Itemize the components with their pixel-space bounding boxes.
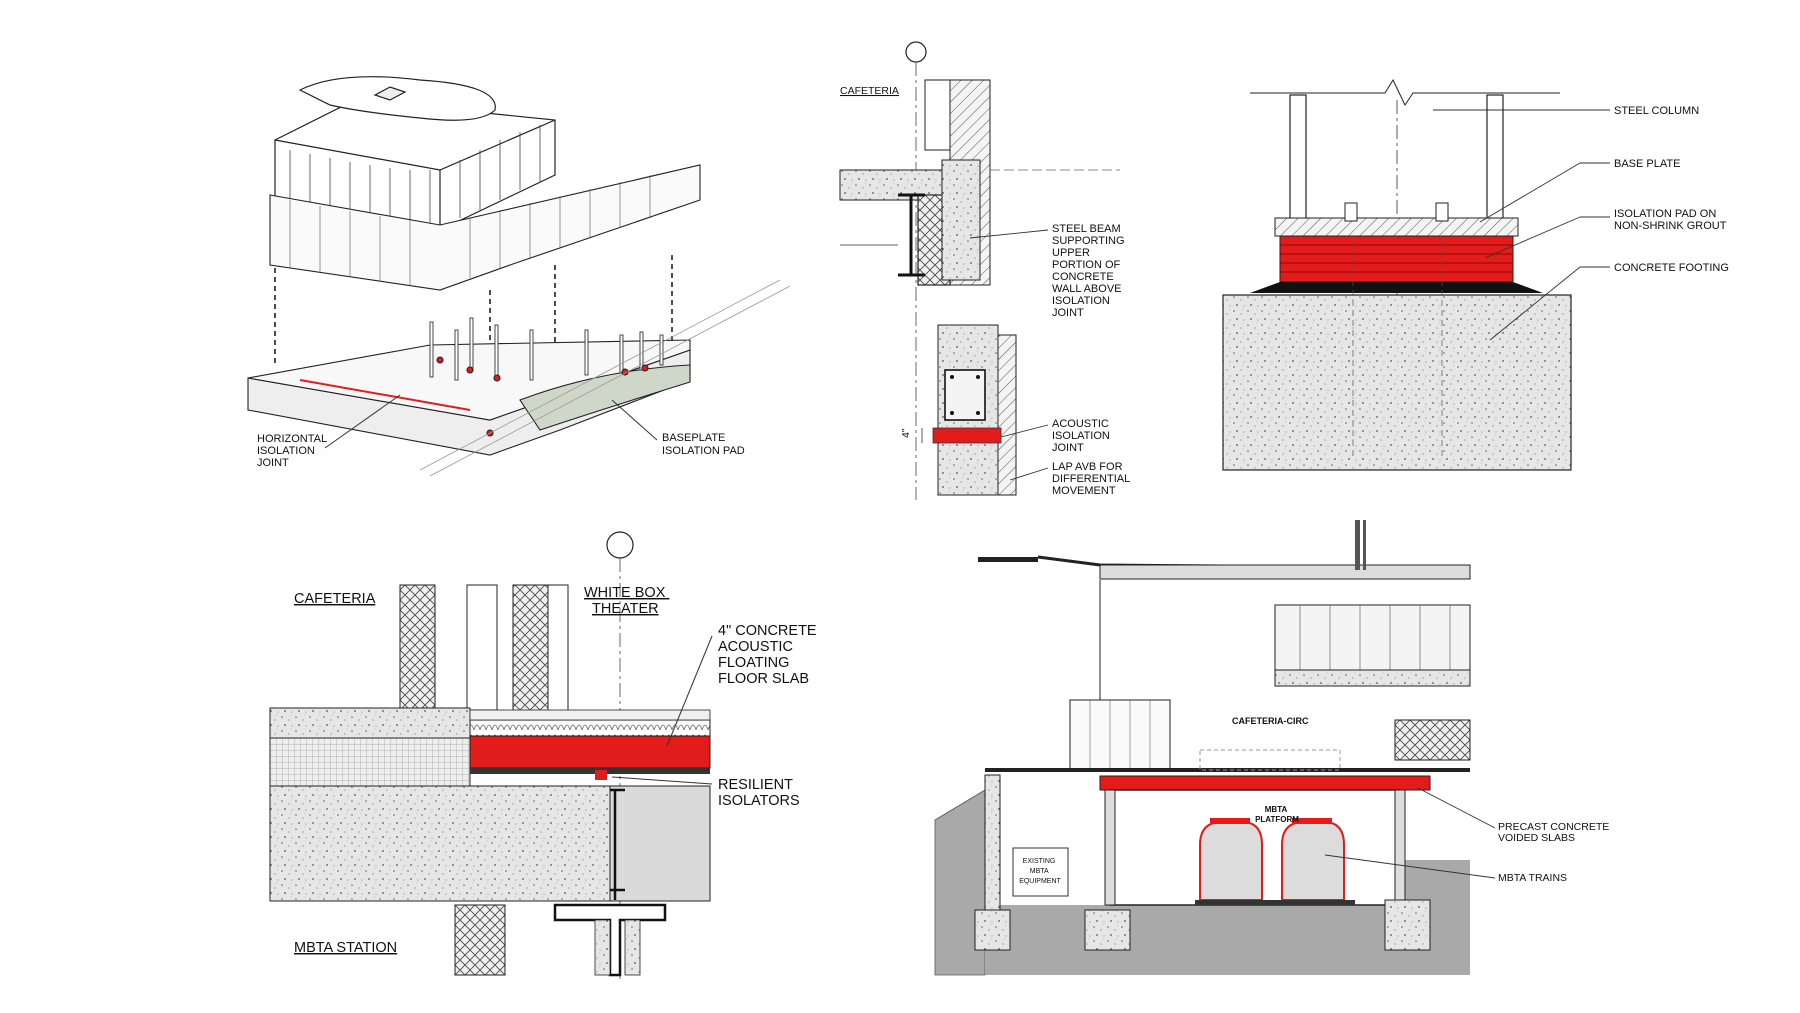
label-steel-beam: STEEL BEAM SUPPORTING UPPER PORTION OF C… [1052, 223, 1128, 319]
floating-floor-slab-red [469, 735, 711, 769]
label-white-box-theater: WHITE BOX THEATER [584, 585, 669, 617]
dimension-4in: 4" [900, 428, 912, 438]
acoustic-isolation-joint-red [932, 427, 1002, 444]
label-cafeteria-room: CAFETERIA [294, 591, 376, 607]
panel-floor-slab: CAFETERIA WHITE BOX THEATER MBTA STATION… [269, 531, 821, 980]
label-isolation-pad: ISOLATION PAD ON NON-SHRINK GROUT [1614, 208, 1727, 232]
label-resilient-isolators: RESILIENT ISOLATORS [718, 777, 800, 809]
label-lap-avb: LAP AVB FOR DIFFERENTIAL MOVEMENT [1052, 461, 1133, 497]
panel-axonometric: HORIZONTAL ISOLATION JOINT BASEPLATE ISO… [247, 76, 791, 477]
label-baseplate-isolation-pad: BASEPLATE ISOLATION PAD [662, 432, 745, 457]
label-precast-concrete: PRECAST CONCRETE VOIDED SLABS [1498, 821, 1612, 844]
precast-voided-slab-red [1099, 775, 1431, 791]
axon-building-upper [274, 76, 556, 231]
label-floating-floor-slab: 4" CONCRETE ACOUSTIC FLOATING FLOOR SLAB [718, 623, 821, 687]
grid-bubble-theater [606, 531, 634, 559]
mbta-trains-graphic [1195, 818, 1355, 905]
concrete-footing [1222, 294, 1572, 471]
axon-building-glass [269, 164, 701, 291]
label-concrete-footing: CONCRETE FOOTING [1614, 262, 1729, 274]
label-steel-column: STEEL COLUMN [1614, 105, 1699, 117]
label-cafeteria-circ: CAFETERIA-CIRC [1232, 716, 1309, 726]
axon-base-slab [247, 279, 791, 477]
panel-building-section: EXISTING MBTA EQUIPMENT CAFETERIA-CIRC M… [934, 520, 1612, 976]
label-mbta-station: MBTA STATION [294, 940, 397, 956]
label-cafeteria-wall: CAFETERIA [840, 85, 899, 97]
grid-bubble [905, 41, 927, 63]
panel-column-base: STEEL COLUMN BASE PLATE ISOLATION PAD ON… [1222, 78, 1729, 471]
label-mbta-trains: MBTA TRAINS [1498, 872, 1567, 884]
label-base-plate: BASE PLATE [1614, 158, 1680, 170]
column-isolation-pad [1279, 235, 1514, 283]
label-horizontal-isolation-joint: HORIZONTAL ISOLATION JOINT [257, 433, 330, 469]
panel-wall-section: CAFETERIA 4" STEEL BEAM SUPPORTING UPPER… [839, 41, 1133, 500]
label-mbta-platform: MBTA PLATFORM [1255, 805, 1299, 824]
label-existing-equipment: EXISTING MBTA EQUIPMENT [1019, 858, 1061, 885]
label-acoustic-isolation-joint: ACOUSTIC ISOLATION JOINT [1052, 418, 1113, 454]
